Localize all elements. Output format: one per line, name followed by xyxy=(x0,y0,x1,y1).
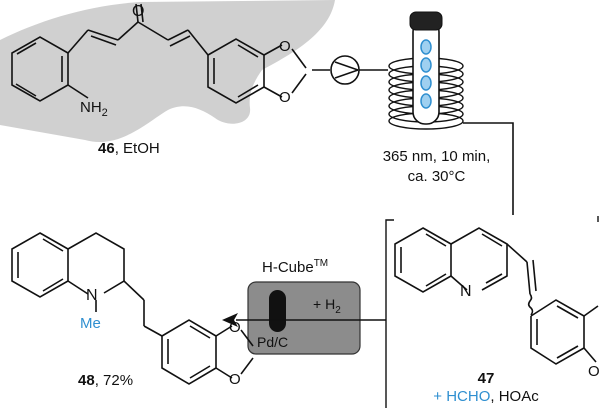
amine-subscript: 2 xyxy=(102,107,108,119)
lamp-bulbs xyxy=(420,39,432,109)
compound-47-label: 47 + HCHO, HOAc xyxy=(426,370,546,406)
compound-48-yield: , 72% xyxy=(94,372,134,389)
compound-47-formaldehyde: HCHO xyxy=(446,388,491,405)
compound-47-structure xyxy=(394,227,599,365)
compound-48-structure xyxy=(11,232,254,385)
hcube-gas: + H xyxy=(313,296,336,312)
hcube-name: H-Cube xyxy=(262,259,314,276)
compound-46-number: 46 xyxy=(98,140,115,157)
compound-46-oxygen-1: O xyxy=(279,38,291,55)
compound-47-number: 47 xyxy=(477,370,495,387)
compound-47-oxygen: O xyxy=(588,363,600,380)
compound-47-bracket xyxy=(385,219,394,408)
compound-47-plus: + xyxy=(433,388,447,405)
catalyst-text: Pd/C xyxy=(257,334,289,350)
compound-48-label: 48, 72% xyxy=(78,372,133,389)
reactor-outlet-tube xyxy=(463,122,514,215)
compound-46-oxygen-2: O xyxy=(279,89,291,106)
compound-48-oxygen-2: O xyxy=(229,371,241,388)
hcube-catalyst-label: Pd/C xyxy=(257,334,288,350)
compound-47-nitrogen: N xyxy=(460,283,472,300)
conditions-line-2: ca. 30°C xyxy=(374,167,499,187)
compound-48-methyl: Me xyxy=(80,315,101,332)
flow-arrow-head xyxy=(222,313,238,327)
compound-48-number: 48 xyxy=(78,372,95,389)
compound-46-oxygen-carbonyl: O xyxy=(132,3,144,20)
compound-46-solvent: , EtOH xyxy=(114,140,160,157)
pump-icon xyxy=(330,55,360,85)
conditions-line-1: 365 nm, 10 min, xyxy=(382,148,491,165)
compound-46-label: 46, EtOH xyxy=(98,140,160,157)
hcube-gas-label: + H2 xyxy=(313,296,341,316)
catalyst-cartridge xyxy=(269,290,286,332)
hcube-label: H-CubeTM xyxy=(262,258,328,276)
grey-backdrop xyxy=(0,0,335,143)
compound-47-acid: , HOAc xyxy=(490,388,539,405)
hcube-gas-subscript: 2 xyxy=(335,304,341,316)
compound-48-oxygen-1: O xyxy=(229,319,241,336)
conditions-unit: °C xyxy=(448,168,466,185)
hcube-trademark: TM xyxy=(313,258,329,269)
photoreactor-icon xyxy=(388,11,464,130)
photoreactor-conditions: 365 nm, 10 min, ca. 30°C xyxy=(374,147,499,187)
conditions-temperature: ca. 30 xyxy=(407,168,449,185)
compound-48-nitrogen: N xyxy=(86,287,98,304)
compound-46-structure xyxy=(11,3,307,104)
amine-text: NH xyxy=(80,99,102,116)
compound-46-amine: NH2 xyxy=(80,99,108,119)
compound-47-reagents: + HCHO, HOAc xyxy=(426,388,546,406)
